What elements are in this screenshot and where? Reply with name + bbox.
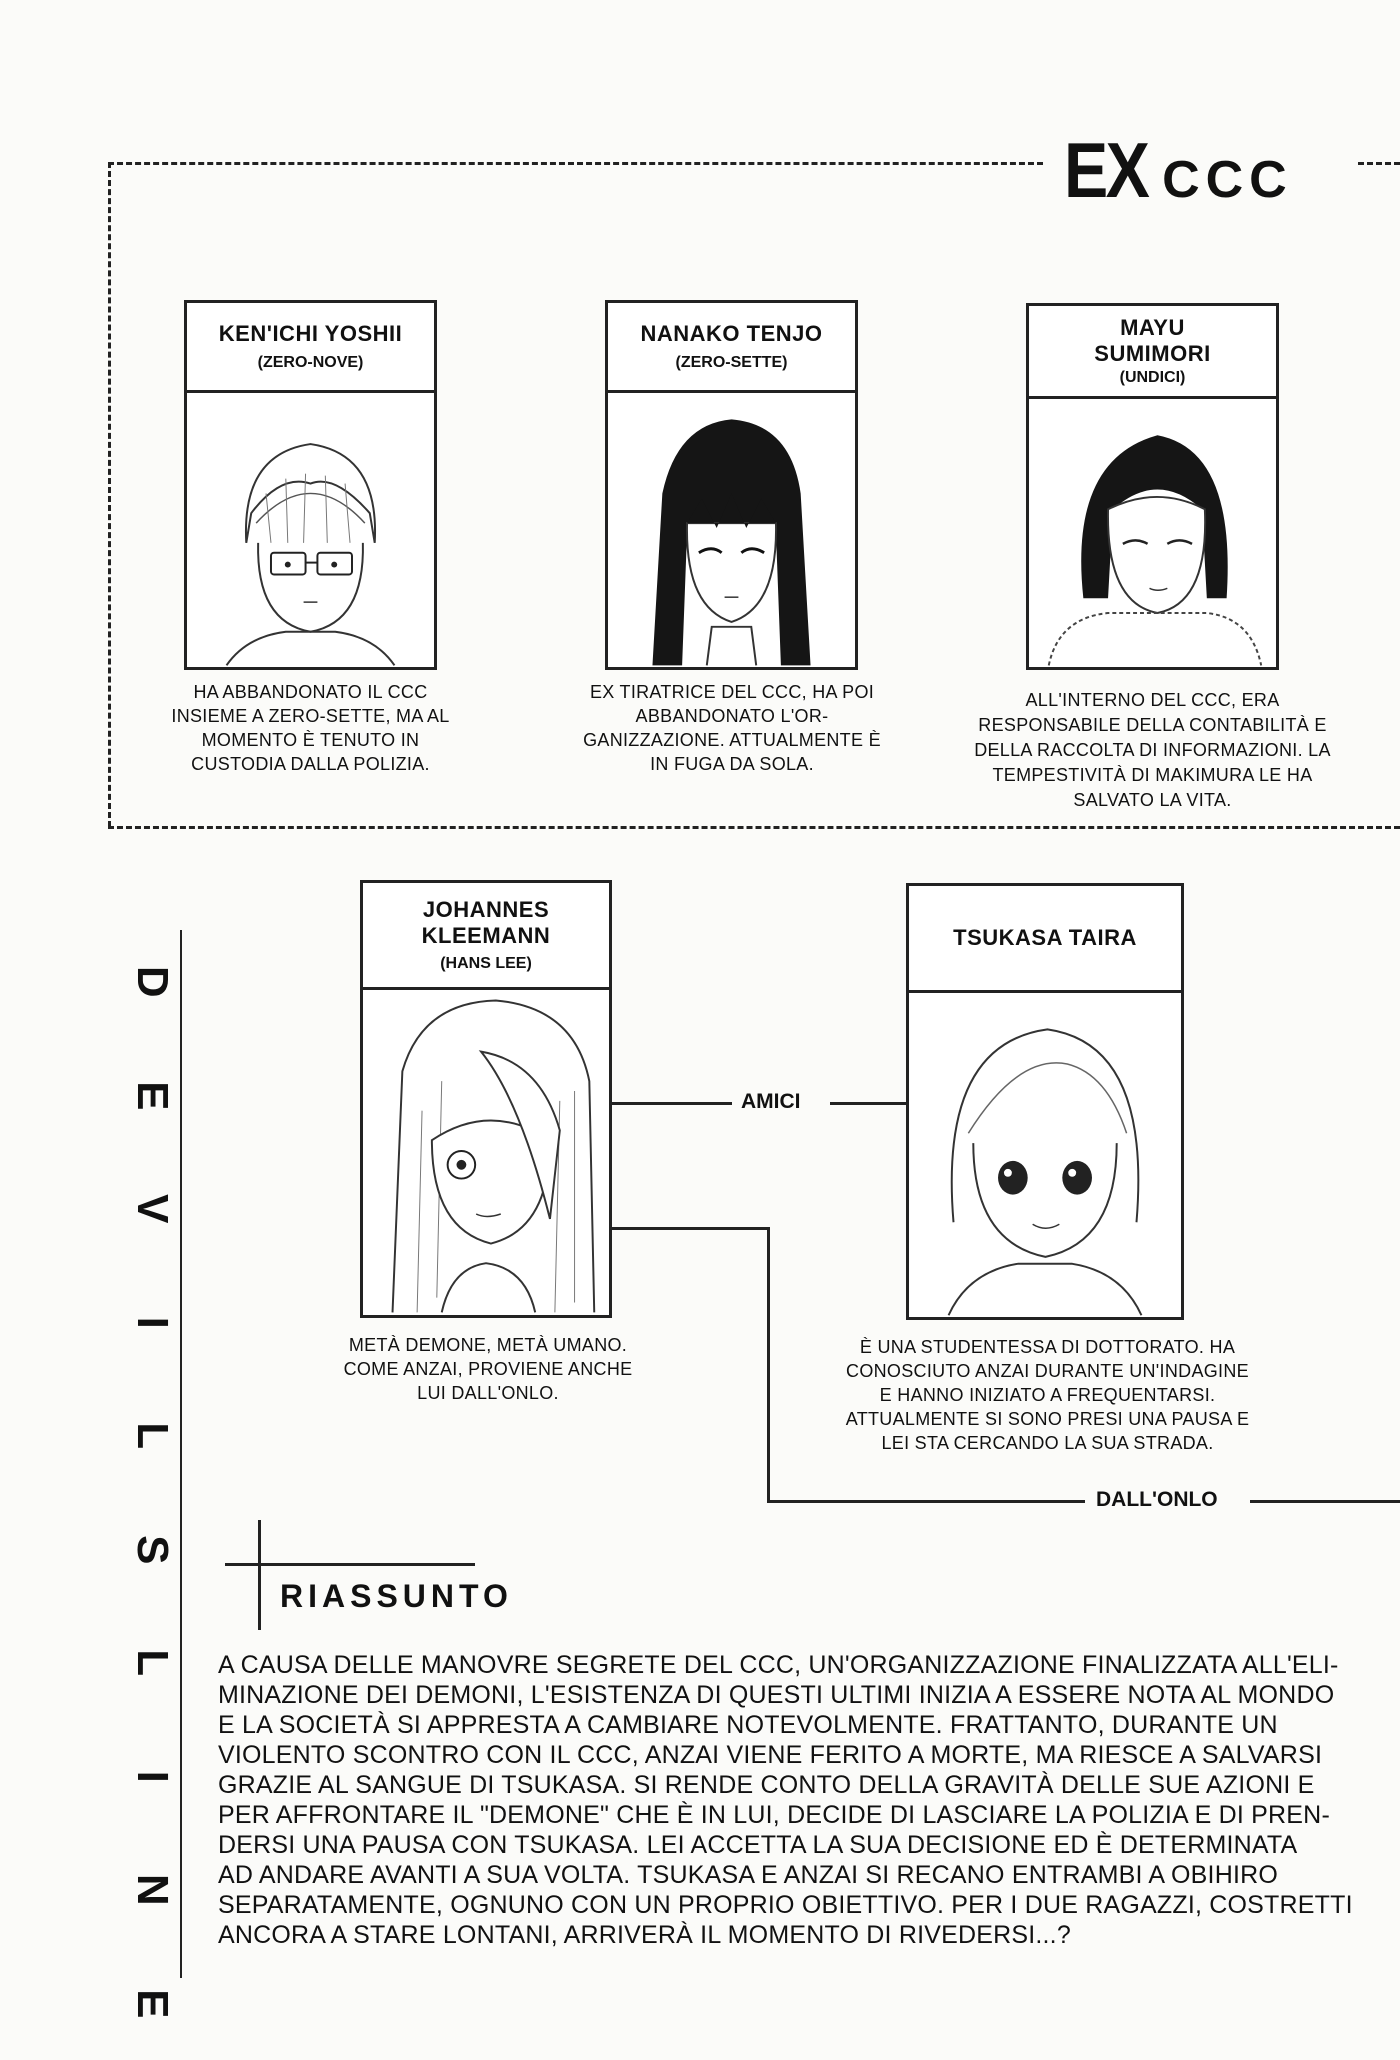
character-alias: (ZERO-NOVE) [257, 353, 364, 371]
vertical-title-letter: V [127, 1194, 177, 1224]
character-description: EX TIRATRICE DEL CCC, HA POI ABBANDONATO… [583, 682, 881, 774]
summary-line: GRAZIE AL SANGUE DI TSUKASA. SI RENDE CO… [218, 1771, 1315, 1799]
character-card-taira: TSUKASA TAIRA [906, 883, 1184, 1320]
character-name: JOHANNES KLEEMANN [421, 896, 551, 948]
summary-title: RIASSUNTO [280, 1578, 513, 1614]
connector-origin-h1 [612, 1227, 770, 1230]
summary-line: DERSI UNA PAUSA CON TSUKASA. LEI ACCETTA… [218, 1831, 1298, 1859]
vertical-title-letter: L [127, 1422, 177, 1450]
summary-line: PER AFFRONTARE IL "DEMONE" CHE È IN LUI,… [218, 1801, 1330, 1829]
connector-origin-h3 [1250, 1500, 1400, 1503]
summary-line: SEPARATAMENTE, OGNUNO CON UN PROPRIO OBI… [218, 1891, 1353, 1919]
character-alias: (UNDICI) [1119, 369, 1186, 387]
character-portrait [1029, 399, 1276, 667]
character-description: È UNA STUDENTESSA DI DOTTORATO. HA CONOS… [845, 1337, 1250, 1453]
connector-origin-h2 [767, 1500, 1085, 1503]
section-header: EX CCC [1050, 125, 1307, 215]
character-name-box: TSUKASA TAIRA [909, 886, 1181, 993]
character-portrait [909, 993, 1181, 1317]
character-portrait [363, 990, 609, 1315]
portrait-drawing [947, 1028, 1143, 1316]
dashed-frame-left [108, 162, 111, 827]
dashed-frame-top-right [1358, 162, 1400, 165]
section-prefix: EX [1064, 126, 1150, 214]
dashed-frame-bottom [108, 826, 1400, 829]
character-alias: (HANS LEE) [440, 955, 532, 973]
portrait-drawing [225, 443, 396, 666]
character-portrait [187, 393, 434, 667]
summary-line: ANCORA A STARE LONTANI, ARRIVERÀ IL MOME… [218, 1921, 1071, 1949]
character-name-box: NANAKO TENJO (ZERO-SETTE) [608, 303, 855, 393]
character-card-kleemann: JOHANNES KLEEMANN (HANS LEE) [360, 880, 612, 1318]
summary-text: A CAUSA DELLE MANOVRE SEGRETE DEL CCC, U… [218, 1650, 1398, 1950]
summary-cross-vertical [258, 1520, 261, 1630]
summary-line: MINAZIONE DEI DEMONI, L'ESISTENZA DI QUE… [218, 1681, 1335, 1709]
portrait-drawing [391, 999, 596, 1313]
character-alias: (ZERO-SETTE) [675, 353, 788, 371]
summary-line: VIOLENTO SCONTRO CON IL CCC, ANZAI VIENE… [218, 1741, 1323, 1769]
character-card-sumimori: MAYU SUMIMORI (UNDICI) [1026, 303, 1279, 670]
vertical-title-letter: I [127, 1770, 177, 1783]
relation-label-friends: AMICI [735, 1090, 807, 1114]
connector-friends-left [612, 1102, 732, 1105]
vertical-title-letter: I [127, 1316, 177, 1329]
relation-label-origin: DALL'ONLO [1090, 1488, 1224, 1512]
character-portrait [608, 393, 855, 667]
connector-friends-right [830, 1102, 906, 1105]
character-description: ALL'INTERNO DEL CCC, ERA RESPONSABILE DE… [974, 690, 1331, 810]
summary-cross-horizontal [225, 1563, 475, 1566]
character-name-box: MAYU SUMIMORI (UNDICI) [1029, 306, 1276, 399]
character-card-tenjo: NANAKO TENJO (ZERO-SETTE) [605, 300, 858, 670]
character-name: MAYU [1120, 314, 1185, 340]
vertical-title-letter: E [127, 1080, 177, 1110]
dashed-frame-top [108, 162, 1043, 165]
summary-line: A CAUSA DELLE MANOVRE SEGRETE DEL CCC, U… [218, 1651, 1339, 1679]
connector-origin-v [767, 1227, 770, 1502]
character-card-yoshii: KEN'ICHI YOSHII (ZERO-NOVE) [184, 300, 437, 670]
vertical-series-title: D E V I L S L I N E [95, 925, 177, 2060]
summary-line: E LA SOCIETÀ SI APPRESTA A CAMBIARE NOTE… [218, 1711, 1278, 1739]
character-description: METÀ DEMONE, METÀ UMANO. COME ANZAI, PRO… [343, 1335, 633, 1403]
vertical-rule [180, 930, 182, 1978]
character-name-box: KEN'ICHI YOSHII (ZERO-NOVE) [187, 303, 434, 393]
vertical-title-letter: E [127, 1988, 177, 2018]
portrait-drawing [652, 419, 811, 666]
vertical-title-letter: L [127, 1649, 177, 1677]
section-name: CCC [1162, 151, 1293, 209]
character-name: SUMIMORI [1094, 341, 1211, 366]
character-description: HA ABBANDONATO IL CCC INSIEME A ZERO-SET… [171, 682, 450, 774]
vertical-title-letter: N [127, 1873, 177, 1906]
character-name-box: JOHANNES KLEEMANN (HANS LEE) [363, 883, 609, 990]
portrait-drawing [1047, 435, 1263, 666]
character-name: TSUKASA TAIRA [953, 924, 1137, 950]
character-name: NANAKO TENJO [640, 321, 823, 347]
vertical-title-letter: S [127, 1534, 177, 1564]
vertical-title-letter: D [127, 965, 177, 998]
summary-line: AD ANDARE AVANTI A SUA VOLTA. TSUKASA E … [218, 1861, 1279, 1889]
character-name: KEN'ICHI YOSHII [218, 321, 403, 347]
